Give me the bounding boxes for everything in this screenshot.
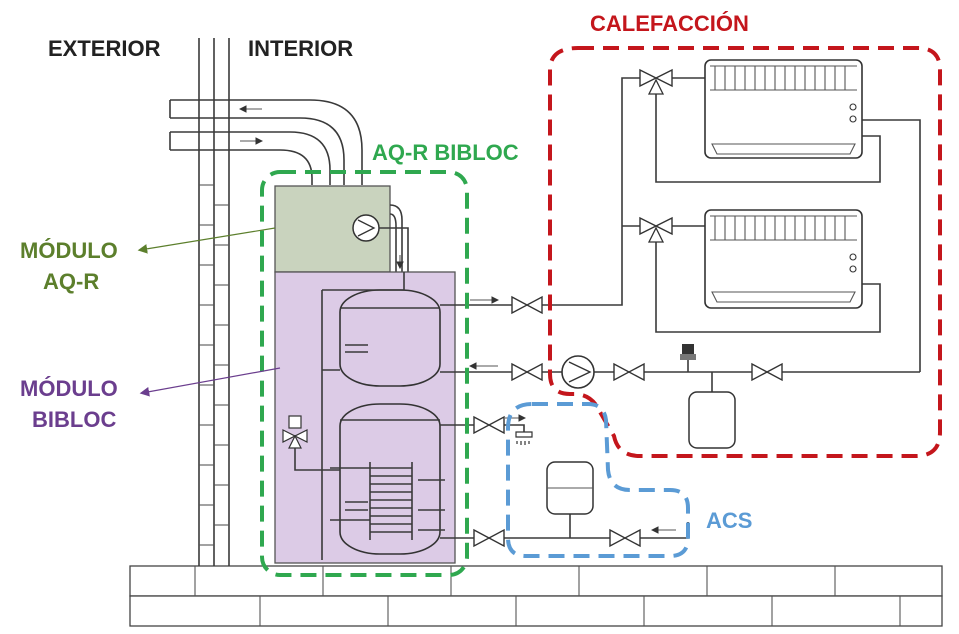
- safety-valve-icon: [680, 344, 696, 360]
- bowtie-valve-icon: [473, 528, 505, 548]
- three-way-valve-icon: [639, 68, 673, 95]
- bowtie-valve-icon: [511, 295, 543, 315]
- acs-label: ACS: [706, 508, 752, 533]
- fan-coil-radiator-icon: [704, 209, 863, 309]
- bowtie-valve-icon: [751, 362, 783, 382]
- circulation-pump-icon: [352, 214, 380, 242]
- heating-circuit-piping: [440, 77, 921, 539]
- modulo-bibloc-label-line2: BIBLOC: [32, 407, 116, 432]
- modulo-aqr-label-line1: MÓDULO: [20, 238, 118, 263]
- bowtie-valve-icon: [609, 528, 641, 548]
- expansion-vessel-icon: [546, 461, 594, 515]
- bowtie-valve-icon: [613, 362, 645, 382]
- bibloc-module: [274, 255, 456, 564]
- three-way-valve-icon: [639, 216, 673, 243]
- aqr-module: [274, 185, 409, 273]
- modulo-bibloc-label-line1: MÓDULO: [20, 376, 118, 401]
- bowtie-valve-icon: [511, 362, 543, 382]
- exterior-label: EXTERIOR: [48, 36, 161, 61]
- calefaccion-region-outline: [548, 46, 942, 458]
- heat-exchanger-coil: [369, 462, 445, 540]
- aqr-bibloc-label: AQ-R BIBLOC: [372, 140, 519, 165]
- ground-brick-floor: [129, 565, 943, 627]
- acs-region-outline: [506, 402, 690, 558]
- three-way-valve-icon: [282, 415, 308, 449]
- calefaccion-label: CALEFACCIÓN: [590, 11, 749, 36]
- expansion-vessel-icon: [688, 391, 736, 449]
- interior-label: INTERIOR: [248, 36, 353, 61]
- modulo-aqr-label-line2: AQ-R: [43, 269, 99, 294]
- air-ducts: [169, 99, 363, 185]
- exterior-wall: [198, 38, 230, 566]
- aqr-bibloc-region-outline: [260, 170, 469, 577]
- fan-coil-radiator-icon: [704, 59, 863, 159]
- bibloc-pointer-arrow: [139, 367, 281, 397]
- circulation-pump-icon: [561, 355, 595, 389]
- aqr-pointer-arrow: [137, 227, 276, 254]
- bowtie-valve-icon: [473, 415, 505, 435]
- shower-head-icon: [515, 431, 533, 445]
